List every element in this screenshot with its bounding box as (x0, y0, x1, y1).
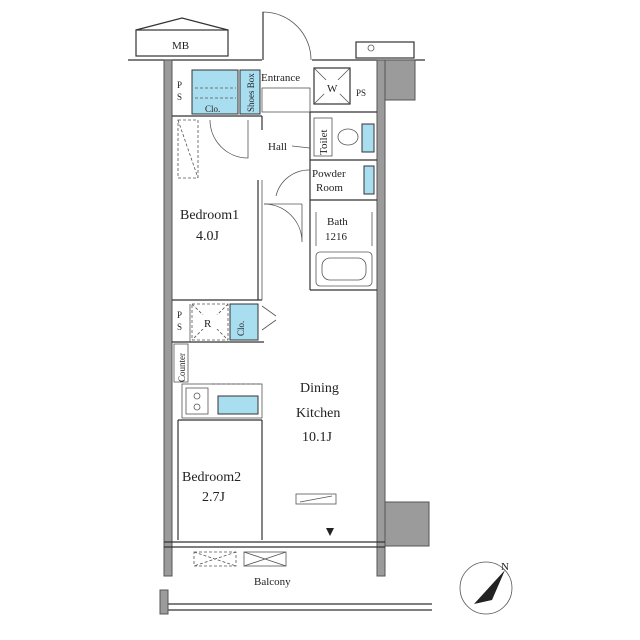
entrance-door (262, 11, 312, 61)
r-label: R (204, 318, 212, 330)
entrance-label: Entrance (261, 72, 300, 84)
right-wall (376, 59, 386, 577)
washer-label: W (327, 83, 338, 95)
mid-closet (229, 303, 259, 341)
bedroom1-label: Bedroom1 (180, 208, 239, 223)
washer (313, 67, 351, 105)
mid-closet-label: Clo. (236, 321, 246, 336)
aircon (295, 493, 337, 505)
bedroom1-size: 4.0J (196, 229, 220, 244)
hall-label: Hall (268, 141, 287, 153)
ps-mid-label: P (177, 310, 182, 320)
svg-text:S: S (177, 322, 182, 332)
north-label: N (501, 561, 509, 573)
dining-label: Dining (300, 381, 339, 396)
balcony-label: Balcony (254, 576, 291, 588)
dk-size: 10.1J (302, 430, 333, 445)
powder-label-1: Powder (312, 168, 346, 180)
toilet-label: Toilet (318, 129, 330, 155)
bath-size: 1216 (325, 231, 348, 243)
toilet-room: Toilet (313, 117, 375, 157)
left-wall (163, 59, 173, 577)
powder-label-2: Room (316, 182, 343, 194)
refrigerator (191, 303, 229, 341)
counter-label: Counter (177, 353, 187, 382)
shoes-box-label: Shoes Box (246, 73, 256, 112)
mb-box: MB (135, 17, 229, 57)
north-arrow: N (459, 561, 513, 615)
powder-room: Powder Room (275, 165, 375, 197)
bedroom2-label: Bedroom2 (182, 470, 241, 485)
bottom-right-column (384, 501, 430, 547)
kitchen-label: Kitchen (296, 406, 340, 421)
mb-label: MB (172, 40, 189, 52)
balcony: Balcony (159, 551, 432, 615)
bedroom2-size: 2.7J (202, 490, 226, 505)
top-right-column (384, 59, 416, 101)
counter (173, 343, 189, 383)
bath-label: Bath (327, 216, 348, 228)
top-closet-label: Clo. (205, 104, 220, 114)
ps-top-label: P (177, 80, 182, 90)
shoes-box (239, 69, 261, 115)
bottom-wall (164, 528, 385, 548)
ps-right-label: PS (356, 88, 366, 98)
svg-text:S: S (177, 92, 182, 102)
bath-room: Bath 1216 (315, 212, 373, 287)
kitchen-counter (181, 383, 263, 419)
top-closet (191, 69, 239, 115)
